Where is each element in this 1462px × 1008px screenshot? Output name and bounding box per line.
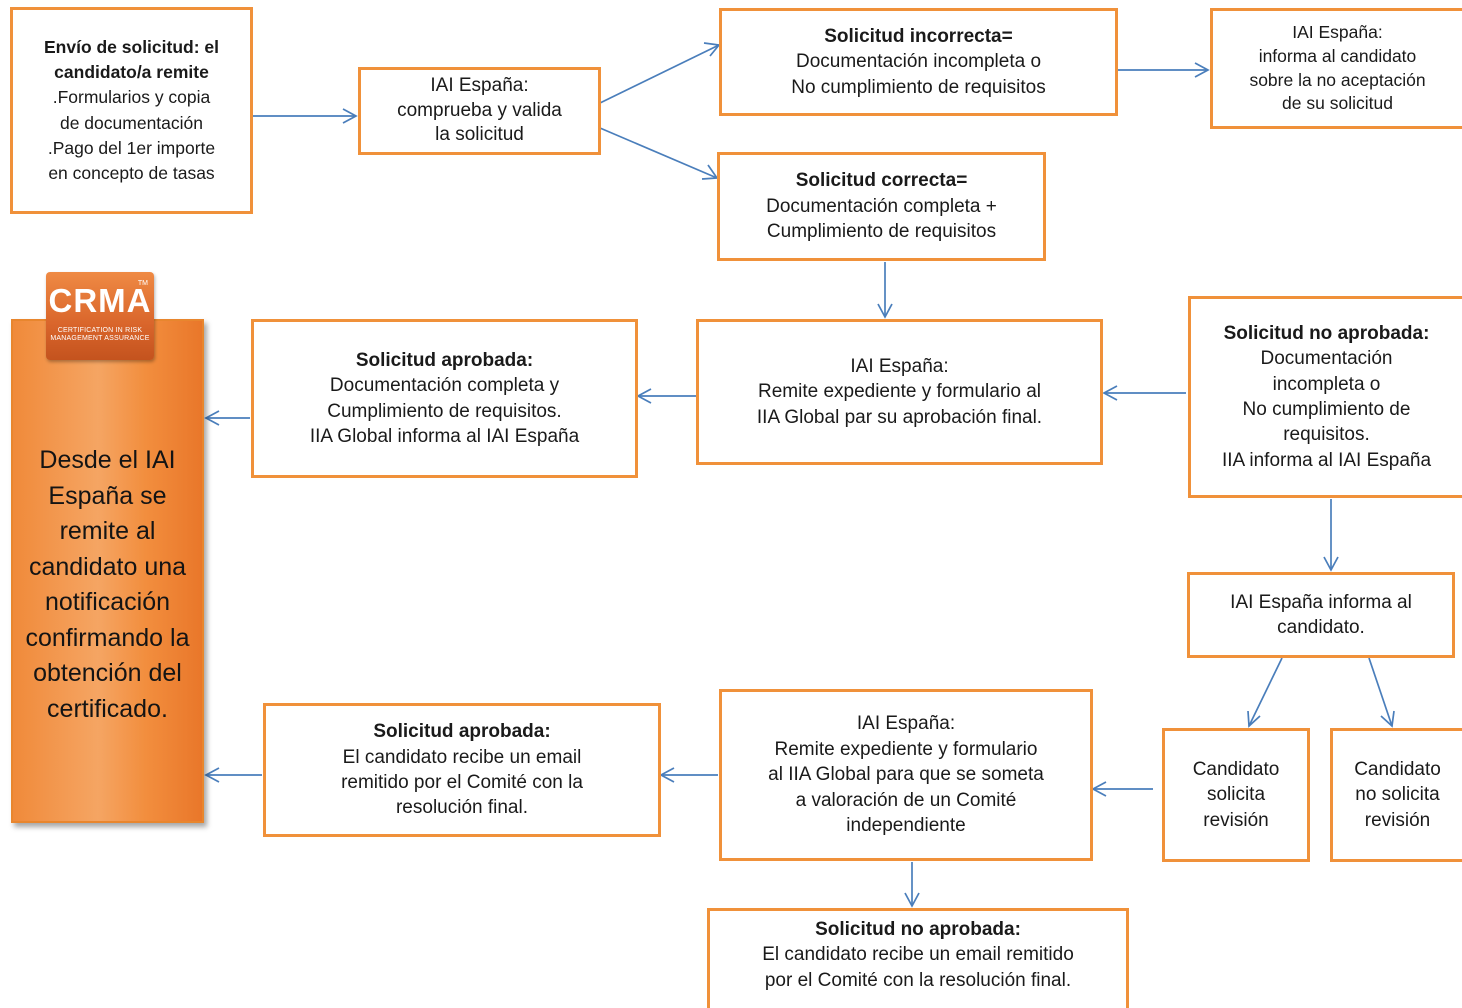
start-line: .Formularios y copia bbox=[52, 87, 211, 108]
arrow-review-to-committee bbox=[1091, 781, 1153, 797]
committee-line: IAI España: bbox=[856, 713, 956, 735]
arrow-approved-to-final bbox=[204, 410, 250, 426]
approved-title: Solicitud aprobada: bbox=[355, 349, 534, 371]
approved-box: Solicitud aprobada: Documentación comple… bbox=[251, 319, 638, 478]
no-review-line: no solicita bbox=[1355, 784, 1440, 806]
incorrect-box: Solicitud incorrecta= Documentación inco… bbox=[719, 8, 1118, 116]
committee-line: a valoración de un Comité bbox=[795, 789, 1017, 811]
final-notification-box: Desde el IAI España se remite al candida… bbox=[11, 319, 204, 823]
not-approved-box: Solicitud no aprobada: Documentación inc… bbox=[1188, 296, 1462, 498]
not-approved-line: No cumplimiento de bbox=[1242, 399, 1411, 420]
approved-final-title: Solicitud aprobada: bbox=[373, 721, 551, 743]
review-line: solicita bbox=[1206, 784, 1266, 806]
arrow-correct-to-remit bbox=[877, 262, 893, 319]
no-review-line: Candidato bbox=[1354, 758, 1441, 780]
approved-line: IIA Global informa al IAI España bbox=[309, 425, 580, 447]
committee-line: independiente bbox=[846, 815, 966, 837]
not-approved-final-box: Solicitud no aprobada: El candidato reci… bbox=[707, 908, 1129, 1008]
review-line: revisión bbox=[1203, 809, 1269, 831]
approved-line: Documentación completa y bbox=[329, 375, 560, 397]
remit-line: IIA Global par su aprobación final. bbox=[756, 406, 1043, 428]
review-line: Candidato bbox=[1192, 758, 1280, 780]
check-line: comprueba y valida bbox=[397, 99, 562, 121]
arrow-check-to-correct bbox=[599, 127, 719, 180]
correct-title: Solicitud correcta= bbox=[795, 170, 968, 192]
logo-subtitle-line2: MANAGEMENT ASSURANCE bbox=[50, 335, 150, 343]
inform-reject-line: informa al candidato bbox=[1258, 45, 1417, 66]
incorrect-line: Documentación incompleta o bbox=[795, 51, 1042, 73]
arrow-remit-to-approved bbox=[636, 388, 696, 404]
incorrect-title: Solicitud incorrecta= bbox=[824, 25, 1013, 47]
inform-reject-line: sobre la no aceptación bbox=[1249, 69, 1426, 90]
committee-line: Remite expediente y formulario bbox=[774, 738, 1038, 760]
inform-candidate-line: IAI España informa al bbox=[1230, 591, 1412, 613]
inform-reject-line: IAI España: bbox=[1292, 21, 1383, 42]
inform-reject-box: IAI España: informa al candidato sobre l… bbox=[1210, 8, 1462, 129]
final-notification-text: Desde el IAI España se remite al candida… bbox=[25, 446, 190, 723]
approved-final-line: resolución final. bbox=[395, 797, 529, 819]
start-title-line2: candidato/a remite bbox=[54, 62, 209, 83]
arrow-notapproved-to-remit bbox=[1102, 385, 1186, 401]
incorrect-line: No cumplimiento de requisitos bbox=[791, 76, 1046, 98]
inform-candidate-line: candidato. bbox=[1277, 617, 1365, 638]
remit-line: IAI España: bbox=[850, 355, 949, 377]
start-box: Envío de solicitud: el candidato/a remit… bbox=[10, 7, 253, 214]
correct-line: Documentación completa + bbox=[766, 195, 997, 217]
logo-subtitle-line1: CERTIFICATION IN RISK bbox=[57, 327, 143, 334]
logo-acronym: CRMA bbox=[48, 282, 152, 319]
approved-final-line: remitido por el Comité con la bbox=[341, 772, 583, 793]
start-line: de documentación bbox=[59, 112, 204, 133]
approved-final-box: Solicitud aprobada: El candidato recibe … bbox=[263, 703, 661, 837]
approved-line: Cumplimiento de requisitos. bbox=[327, 400, 562, 422]
remit-global-box: IAI España: Remite expediente y formular… bbox=[696, 319, 1103, 465]
crma-logo: TM CRMA CERTIFICATION IN RISK MANAGEMENT… bbox=[46, 272, 154, 360]
arrow-committee-to-approved bbox=[659, 767, 718, 783]
inform-candidate-box: IAI España informa al candidato. bbox=[1187, 572, 1455, 658]
no-review-box: Candidato no solicita revisión bbox=[1330, 728, 1462, 862]
requests-review-box: Candidato solicita revisión bbox=[1162, 728, 1310, 862]
not-approved-final-line: por el Comité con la resolución final. bbox=[764, 969, 1072, 991]
arrow-notapproved-to-inform bbox=[1323, 499, 1339, 572]
not-approved-line: requisitos. bbox=[1283, 424, 1370, 446]
arrow-incorrect-to-inform bbox=[1118, 62, 1210, 78]
start-title-line1: Envío de solicitud: el bbox=[43, 36, 220, 57]
arrow-inform-to-noreview bbox=[1368, 657, 1395, 728]
arrow-committee-to-notapproved bbox=[904, 862, 920, 908]
not-approved-final-line: El candidato recibe un email remitido bbox=[762, 944, 1074, 966]
start-line: .Pago del 1er importe bbox=[47, 137, 216, 158]
inform-reject-line: de su solicitud bbox=[1282, 93, 1393, 114]
not-approved-final-title: Solicitud no aprobada: bbox=[815, 919, 1021, 940]
arrow-inform-to-review bbox=[1247, 657, 1283, 728]
correct-line: Cumplimiento de requisitos bbox=[766, 221, 997, 243]
not-approved-line: IIA informa al IAI España bbox=[1221, 449, 1432, 471]
committee-line: al IIA Global para que se someta bbox=[768, 764, 1044, 786]
arrow-check-to-incorrect bbox=[599, 42, 721, 104]
not-approved-line: incompleta o bbox=[1272, 373, 1381, 395]
check-line: la solicitud bbox=[435, 124, 524, 146]
approved-final-line: El candidato recibe un email bbox=[342, 746, 582, 768]
arrow-start-to-check bbox=[253, 108, 358, 124]
no-review-line: revisión bbox=[1364, 809, 1431, 831]
check-box: IAI España: comprueba y valida la solici… bbox=[358, 67, 601, 155]
logo-trademark: TM bbox=[137, 280, 148, 287]
check-line: IAI España: bbox=[430, 74, 529, 96]
start-line: en concepto de tasas bbox=[48, 162, 215, 183]
not-approved-title: Solicitud no aprobada: bbox=[1223, 322, 1430, 344]
correct-box: Solicitud correcta= Documentación comple… bbox=[717, 152, 1046, 261]
not-approved-line: Documentación bbox=[1260, 348, 1393, 370]
remit-line: Remite expediente y formulario al bbox=[757, 381, 1042, 403]
committee-box: IAI España: Remite expediente y formular… bbox=[719, 689, 1093, 861]
arrow-approved2-to-final bbox=[204, 767, 262, 783]
